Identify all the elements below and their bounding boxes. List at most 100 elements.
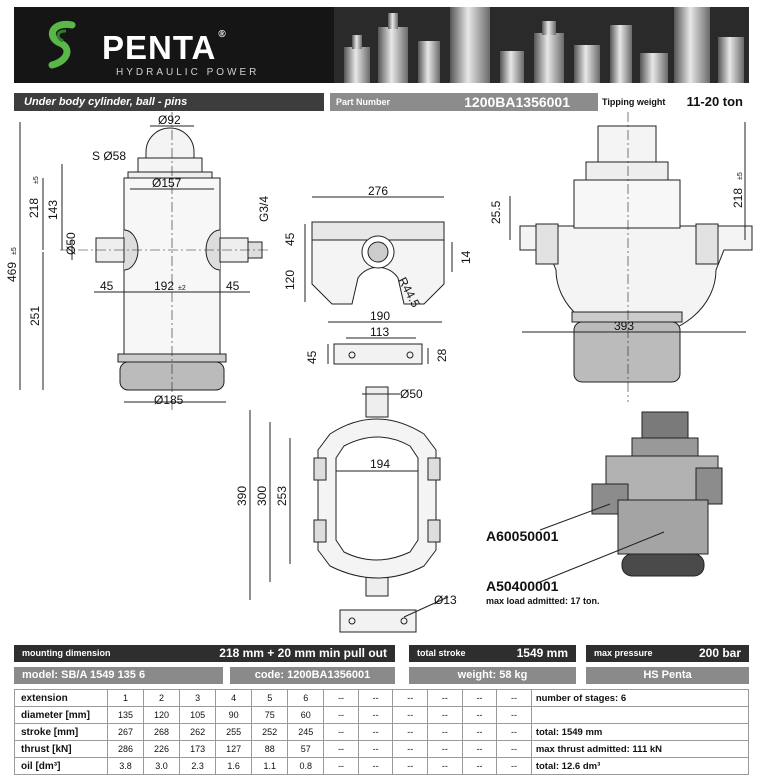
max-pressure-label: max pressure	[594, 648, 653, 658]
maker-bar: HS Penta	[586, 667, 749, 684]
max-pressure-bar: max pressure 200 bar	[586, 645, 749, 662]
table-cell: --	[392, 689, 429, 707]
table-cell: --	[461, 757, 498, 775]
code-bar: code: 1200BA1356001	[230, 667, 395, 684]
table-cell: --	[357, 723, 394, 741]
table-cell: 135	[106, 706, 145, 724]
dim-plate-28: 28	[435, 348, 449, 362]
callout-max-load: max load admitted: 17 ton.	[486, 596, 600, 606]
table-cell: --	[496, 706, 532, 724]
row-label: diameter [mm]	[14, 706, 108, 724]
drawing-canvas: Ø92 S Ø58 Ø157 Ø50 45 192 ±2 45 218 ±5 1…	[5, 112, 753, 633]
dim-pin-right: 45	[226, 279, 240, 293]
dim-ball-diameter: Ø92	[158, 113, 181, 127]
weight-bar: weight: 58 kg	[409, 667, 576, 684]
dim-height-143: 143	[46, 200, 60, 220]
cylinder-render	[539, 411, 723, 583]
table-cell: --	[427, 689, 463, 707]
dim-side-393: 393	[614, 319, 634, 333]
dim-sphere: S Ø58	[92, 149, 126, 163]
dim-frame-253: 253	[275, 486, 289, 506]
table-cell: 226	[143, 740, 181, 758]
tipping-weight-label: Tipping weight	[602, 97, 666, 107]
dim-plate-113: 113	[370, 325, 389, 339]
dim-body-diameter: Ø157	[152, 176, 182, 190]
technical-drawing: Ø92 S Ø58 Ø157 Ø50 45 192 ±2 45 218 ±5 1…	[0, 112, 763, 642]
dim-pin-span-tol: ±2	[178, 285, 186, 292]
table-cell: 3	[179, 689, 217, 707]
dim-bracket-120: 120	[283, 270, 297, 290]
table-cell: --	[496, 757, 532, 775]
table-cell: 1	[106, 689, 145, 707]
table-cell: --	[461, 740, 498, 758]
brand-name: PENTA®	[102, 29, 227, 66]
table-cell: --	[461, 706, 498, 724]
row-note	[530, 706, 750, 724]
dim-frame-390: 390	[235, 486, 249, 506]
row-note: total: 1549 mm	[530, 723, 750, 741]
table-cell: --	[392, 757, 429, 775]
table-cell: --	[427, 757, 463, 775]
table-cell: --	[357, 706, 394, 724]
mounting-value: 218 mm + 20 mm min pull out	[219, 646, 387, 660]
table-cell: --	[392, 706, 429, 724]
dim-pin-span: 192	[154, 279, 174, 293]
table-cell: 1.6	[215, 757, 253, 775]
dim-height-total: 469	[5, 262, 19, 282]
table-cell: 267	[106, 723, 145, 741]
table-cell: 105	[179, 706, 217, 724]
tipping-weight-value: 11-20 ton	[686, 94, 743, 109]
table-cell: 173	[179, 740, 217, 758]
penta-logo-icon	[48, 20, 76, 69]
dim-height-251: 251	[28, 306, 42, 326]
bracket-view	[304, 196, 453, 365]
table-cell: --	[323, 757, 359, 775]
table-cell: 252	[251, 723, 289, 741]
table-cell: --	[357, 689, 394, 707]
dim-height-upper: 218	[27, 198, 41, 218]
table-cell: 2	[143, 689, 181, 707]
table-cell: --	[461, 723, 498, 741]
table-cell: 3.8	[106, 757, 145, 775]
table-cell: 127	[215, 740, 253, 758]
table-cell: --	[323, 706, 359, 724]
row-label: extension	[14, 689, 108, 707]
table-cell: 4	[215, 689, 253, 707]
front-view	[19, 112, 270, 412]
table-cell: 0.8	[287, 757, 325, 775]
part-number-value: 1200BA1356001	[464, 94, 570, 110]
dim-plate-45: 45	[305, 350, 319, 364]
table-cell: 90	[215, 706, 253, 724]
frame-view	[249, 386, 449, 633]
table-cell: 57	[287, 740, 325, 758]
total-stroke-label: total stroke	[417, 648, 466, 658]
tipping-weight-box: Tipping weight 11-20 ton	[598, 93, 749, 111]
table-cell: --	[496, 723, 532, 741]
row-note: total: 12.6 dm³	[530, 757, 750, 775]
table-cell: --	[427, 706, 463, 724]
dim-plate-190: 190	[370, 309, 390, 323]
table-cell: --	[323, 689, 359, 707]
dim-bracket-45: 45	[283, 232, 297, 246]
side-view	[509, 112, 753, 402]
dim-bracket-14: 14	[459, 250, 473, 264]
header-banner: PENTA® HYDRAULIC POWER	[14, 7, 749, 83]
total-stroke-bar: total stroke 1549 mm	[409, 645, 576, 662]
table-cell: 262	[179, 723, 217, 741]
dim-thread: G3/4	[257, 196, 271, 222]
brand-tagline: HYDRAULIC POWER	[116, 67, 260, 78]
table-cell: 88	[251, 740, 289, 758]
table-cell: 255	[215, 723, 253, 741]
row-note: number of stages: 6	[530, 689, 750, 707]
row-label: stroke [mm]	[14, 723, 108, 741]
table-cell: --	[357, 757, 394, 775]
cylinder-photo-strip	[334, 7, 749, 83]
table-cell: --	[427, 740, 463, 758]
dim-hole-diameter: Ø13	[434, 593, 457, 607]
dim-bracket-width: 276	[368, 184, 388, 198]
table-cell: 286	[106, 740, 145, 758]
table-cell: --	[427, 723, 463, 741]
